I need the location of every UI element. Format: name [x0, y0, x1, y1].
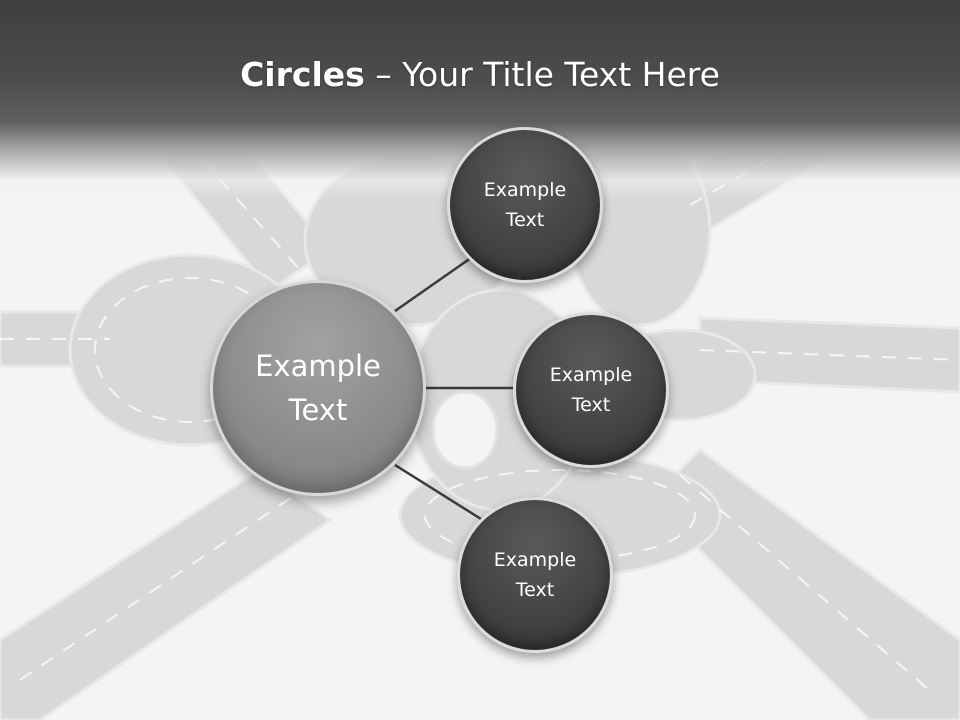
lane-mark [424, 469, 696, 561]
satellite-circle-3[interactable]: Example Text [457, 497, 613, 653]
lane-mark [19, 494, 296, 681]
satellite-circle-1[interactable]: Example Text [447, 127, 603, 283]
satellite-circle-label: Example Text [493, 549, 577, 601]
connector-line-1 [394, 251, 479, 313]
slide-title: Circles – Your Title Text Here [0, 50, 960, 100]
title-rest: – Your Title Text Here [364, 55, 720, 94]
road-bottom-left [0, 468, 333, 720]
title-bold: Circles [240, 55, 365, 94]
satellite-circle-label: Example Text [549, 364, 633, 416]
road-loop-hole [431, 390, 499, 470]
connector-line-3 [394, 463, 482, 521]
center-circle-label: Example Text [255, 349, 381, 427]
lane-mark [679, 474, 936, 696]
satellite-circle-label: Example Text [483, 179, 567, 231]
lane-mark [699, 349, 960, 361]
satellite-circle-2[interactable]: Example Text [513, 312, 669, 468]
center-circle[interactable]: Example Text [210, 280, 426, 496]
